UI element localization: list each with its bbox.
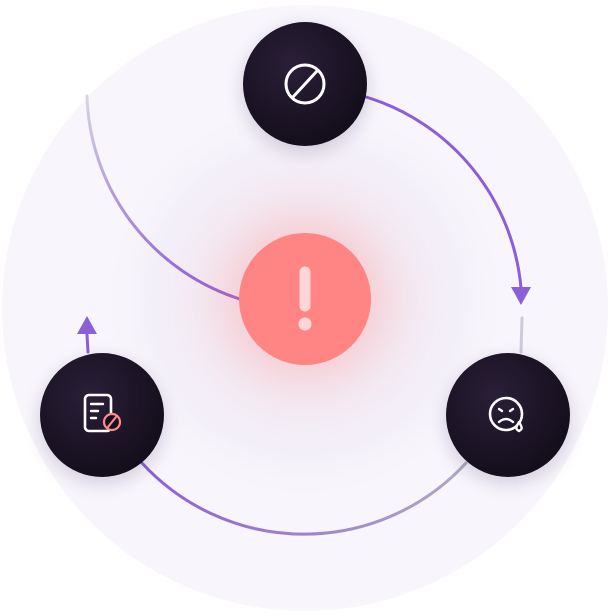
document-blocked-icon (83, 393, 122, 433)
prohibited-icon (284, 63, 326, 105)
arc-right-gap (519, 316, 524, 354)
sad-face-tear-icon (488, 396, 524, 433)
arc-right-to-left (140, 461, 468, 536)
node-prohibited (243, 22, 367, 146)
node-document-blocked (40, 353, 164, 477)
arrowhead-right (511, 287, 531, 305)
arc-left-to-top (85, 94, 245, 302)
node-sad-face (446, 353, 570, 477)
arc-left-segment (85, 333, 90, 354)
arc-top-to-right (364, 95, 523, 290)
alert-circle (239, 233, 371, 365)
arrowhead-left (77, 316, 97, 334)
exclamation-icon (298, 266, 312, 331)
